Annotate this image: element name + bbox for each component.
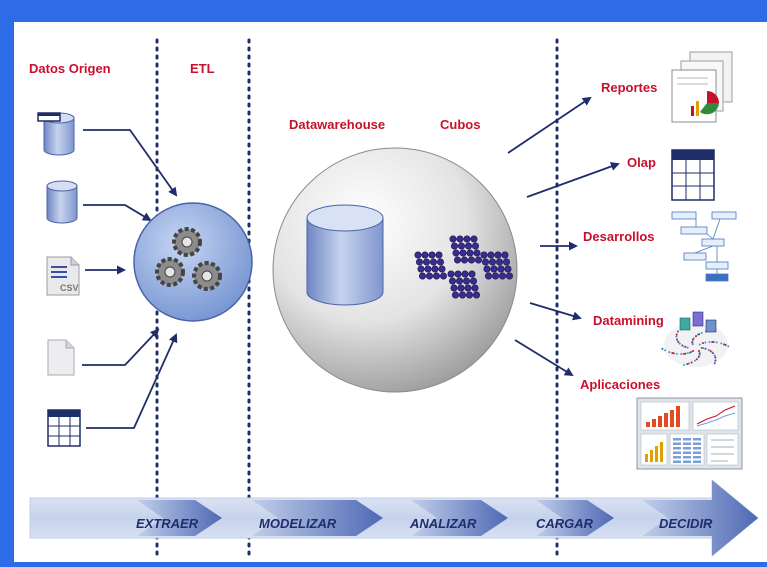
arrow bbox=[507, 96, 592, 154]
process-step-analizar: ANALIZAR bbox=[409, 516, 477, 531]
document-icon bbox=[47, 339, 75, 376]
flowchart-icon bbox=[671, 211, 737, 282]
output-label-reportes: Reportes bbox=[601, 80, 657, 95]
process-step-cargar: CARGAR bbox=[536, 516, 594, 531]
reports-icon bbox=[671, 51, 733, 123]
arrow bbox=[83, 129, 178, 197]
process-step-decidir: DECIDIR bbox=[659, 516, 713, 531]
database-icon bbox=[46, 180, 78, 224]
section-label-datawarehouse: Datawarehouse bbox=[289, 117, 385, 132]
dashboard-icon bbox=[636, 397, 743, 470]
gears-icon bbox=[155, 227, 222, 291]
process-step-extraer: EXTRAER bbox=[136, 516, 199, 531]
section-label-origen: Datos Origen bbox=[29, 61, 111, 76]
chevron bbox=[252, 500, 383, 536]
chevron bbox=[642, 480, 758, 556]
arrow bbox=[526, 162, 620, 198]
csv-file-icon: CSV bbox=[46, 256, 80, 296]
table-grid-icon bbox=[47, 409, 81, 447]
datawarehouse-cylinder-icon bbox=[306, 204, 384, 306]
database-with-table-icon bbox=[37, 112, 75, 156]
olap-grid-icon bbox=[671, 149, 715, 201]
arrow bbox=[514, 339, 574, 377]
output-label-datamining: Datamining bbox=[593, 313, 664, 328]
process-step-modelizar: MODELIZAR bbox=[259, 516, 337, 531]
output-label-aplicaciones: Aplicaciones bbox=[580, 377, 660, 392]
chevron bbox=[411, 500, 508, 536]
output-arrows bbox=[507, 96, 620, 377]
arrow bbox=[82, 328, 160, 366]
etl-sphere bbox=[133, 202, 253, 322]
section-label-etl: ETL bbox=[190, 61, 215, 76]
output-label-olap: Olap bbox=[627, 155, 656, 170]
arrow bbox=[86, 333, 178, 429]
arrow bbox=[529, 302, 582, 321]
process-chevrons bbox=[137, 480, 758, 556]
arrow bbox=[83, 204, 152, 222]
chevron bbox=[137, 500, 222, 536]
chevron bbox=[536, 500, 614, 536]
section-label-cubos: Cubos bbox=[440, 117, 480, 132]
source-arrows bbox=[82, 129, 178, 429]
csv-file-label: CSV bbox=[60, 283, 79, 293]
olap-cubes-icon bbox=[414, 235, 513, 299]
output-label-desarrollos: Desarrollos bbox=[583, 229, 655, 244]
datamining-icon bbox=[661, 311, 730, 367]
